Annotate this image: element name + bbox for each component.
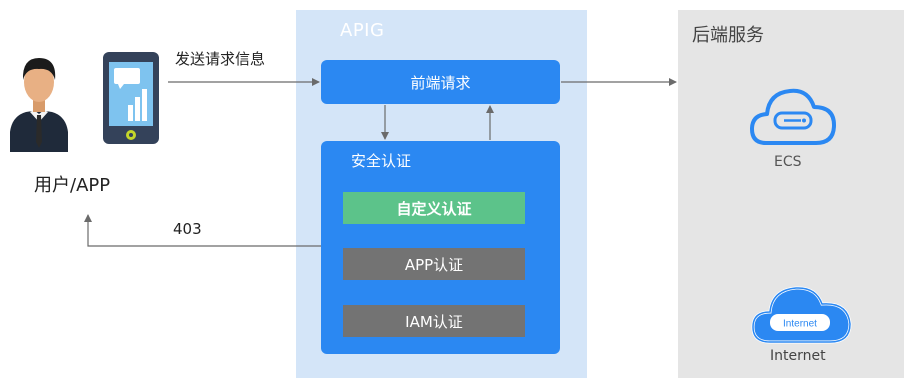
backend-title: 后端服务 xyxy=(692,25,764,46)
user-avatar-icon xyxy=(10,58,68,152)
send-request-label: 发送请求信息 xyxy=(175,50,266,68)
internet-badge-text: Internet xyxy=(783,319,817,330)
ecs-label: ECS xyxy=(774,154,802,170)
security-auth-title: 安全认证 xyxy=(351,152,412,170)
iam-auth-item: IAM认证 xyxy=(343,305,525,337)
cloud-internet-icon: Internet xyxy=(751,286,852,344)
custom-auth-item: 自定义认证 xyxy=(343,192,525,224)
user-app-label: 用户/APP xyxy=(34,175,111,196)
mobile-app-icon xyxy=(103,52,159,144)
reject-arrow xyxy=(84,214,321,247)
app-auth-item: APP认证 xyxy=(343,248,525,280)
reject-code-label: 403 xyxy=(173,220,202,238)
frontend-request-box: 前端请求 xyxy=(321,60,560,104)
internet-label: Internet xyxy=(770,348,826,364)
apig-title: APIG xyxy=(340,20,385,41)
cloud-server-icon xyxy=(750,88,836,145)
